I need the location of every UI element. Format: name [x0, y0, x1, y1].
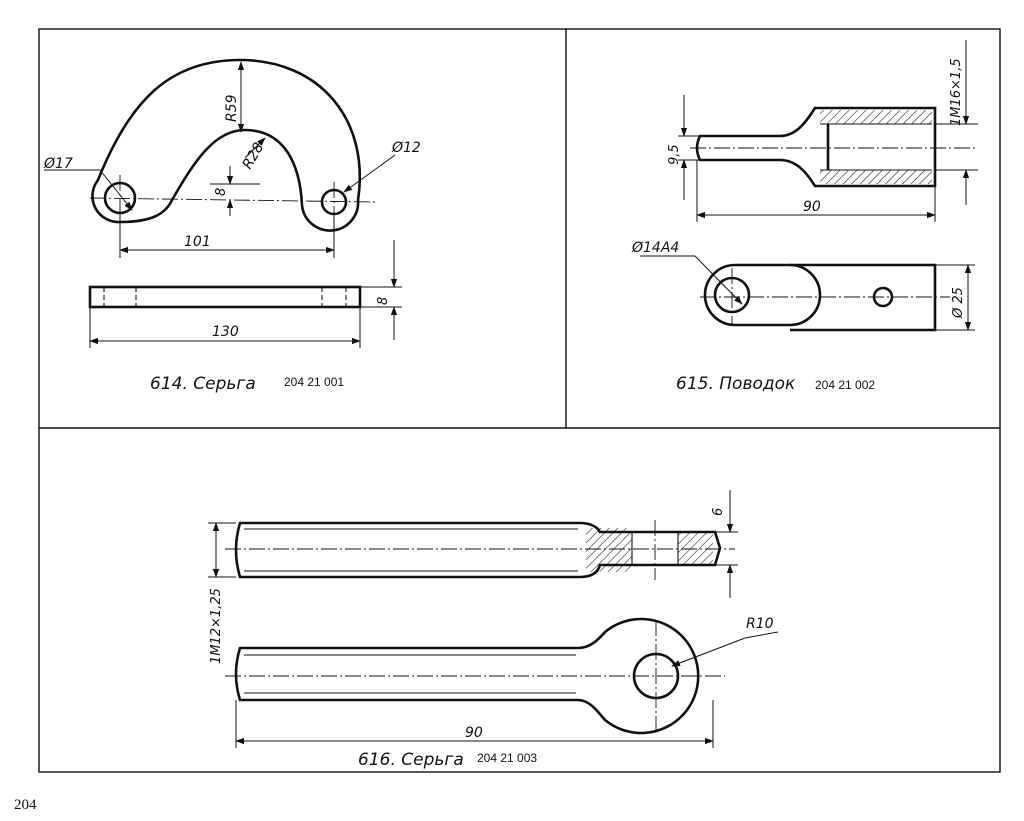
fig614-dim-8-side: 8: [376, 297, 391, 305]
fig616-caption: 616. Серьга: [358, 750, 464, 770]
fig615-code: 204 21 002: [815, 378, 875, 392]
fig614-code: 204 21 001: [284, 375, 344, 389]
fig615-plan-outline: [703, 263, 822, 327]
fig616-dim-90: 90: [465, 725, 483, 741]
fig614-dim-r59: R59: [224, 94, 240, 122]
fig616-front-outline: [234, 521, 722, 579]
fig615-dim-9-5: 9,5: [667, 144, 682, 165]
figure-616: 6 R10 1M12×1,25 90 616. Серьга 204 21 00…: [208, 490, 779, 770]
page-number: 204: [14, 797, 37, 813]
fig615-caption: 615. Поводок: [676, 374, 796, 394]
fig616-dim-r10: R10: [746, 616, 774, 632]
figure-614: Ø17 R59 R28 8 Ø12 101 8 130 614. Серьга …: [43, 58, 421, 394]
fig616-code: 204 21 003: [477, 751, 537, 765]
fig614-dim-130: 130: [212, 324, 239, 340]
fig615-section-outline: [695, 106, 937, 188]
fig616-plan-outline: [234, 617, 700, 735]
fig614-plan-outline: [91, 58, 361, 232]
fig614-dim-101: 101: [184, 234, 211, 250]
fig616-dim-thread: 1M12×1,25: [209, 588, 224, 664]
fig614-dim-r28: R28: [240, 140, 268, 172]
fig614-dim-d17: Ø17: [43, 156, 73, 172]
fig614-dim-8-plan: 8: [214, 188, 229, 196]
sheet-frame: [38, 28, 1001, 773]
fig615-dim-thread: 1M16×1,5: [949, 58, 964, 126]
figure-615: 9,5 1M16×1,5 90 Ø14A4 Ø 25 615. Поводок …: [631, 40, 978, 394]
fig615-dim-d14: Ø14A4: [631, 240, 679, 256]
fig614-dim-d12: Ø12: [391, 140, 421, 156]
fig615-dim-90: 90: [803, 199, 821, 215]
fig615-dim-d25: Ø 25: [951, 287, 966, 319]
fig616-dim-6: 6: [711, 508, 726, 516]
fig614-caption: 614. Серьга: [150, 374, 256, 394]
fig614-side-view: [88, 285, 362, 309]
